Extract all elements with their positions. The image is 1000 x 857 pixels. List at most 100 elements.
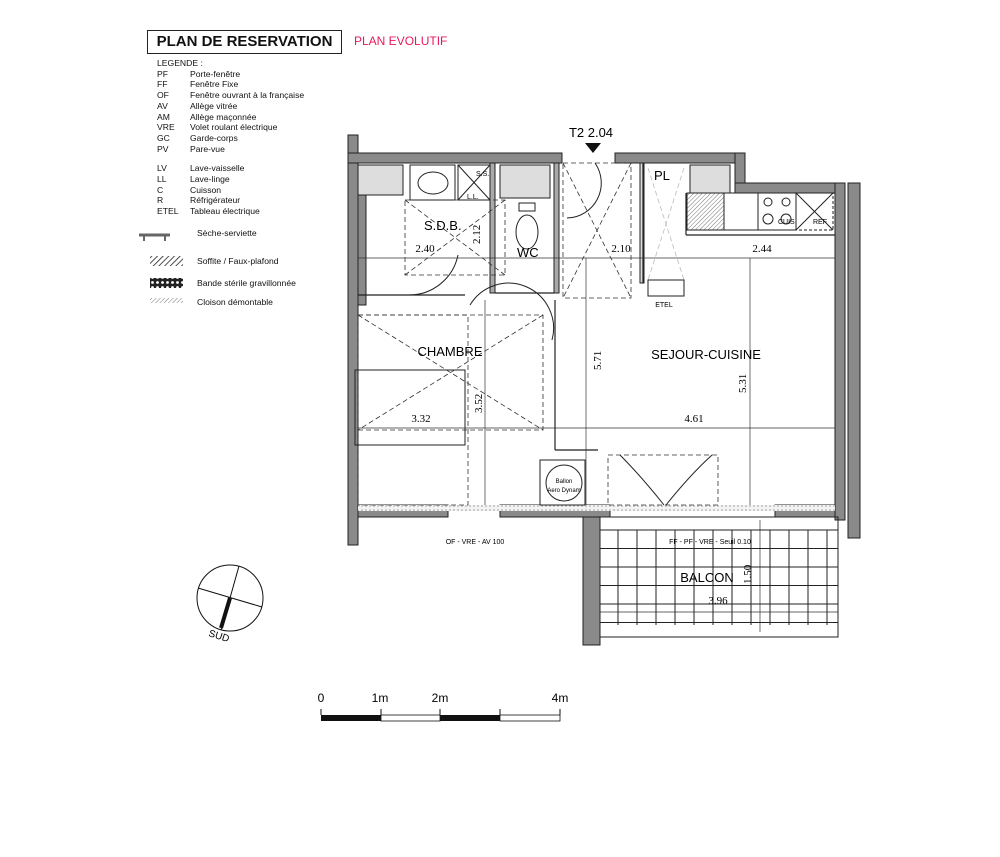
- plan-subtitle: PLAN EVOLUTIF: [354, 34, 448, 48]
- legend-item: C Cuisson: [157, 185, 304, 196]
- legend-abbr: VRE: [157, 122, 175, 133]
- dim-chambre-height: 3.52: [473, 394, 485, 413]
- kitchen-sink: [723, 192, 759, 231]
- toilet-icon: [515, 214, 539, 250]
- fixture-ref: REF: [813, 219, 827, 226]
- entrance-arrow-icon: [585, 143, 601, 153]
- legend-item: AM Allège maçonnée: [157, 112, 304, 123]
- entry-door-swing: [566, 162, 602, 219]
- window-label-sejour: FF - PF - VRE - Seuil 0.10: [669, 539, 751, 546]
- legend-abbr: R: [157, 195, 164, 206]
- dim-sdb-width: 2.40: [415, 243, 435, 255]
- legend-label: Allège maçonnée: [190, 111, 257, 122]
- legend-abbr: PV: [157, 143, 169, 154]
- cooktop-icon: [757, 192, 797, 231]
- balcony-tiles: [599, 516, 839, 638]
- gravel-band-icon: [150, 278, 183, 288]
- room-label-sdb: S.D.B.: [424, 218, 462, 233]
- legend-heading: LEGENDE :: [157, 58, 203, 68]
- legend-abbr: OF: [157, 90, 169, 101]
- legend-label: Lave-vaisselle: [190, 163, 245, 174]
- gravel-strip: [358, 505, 835, 511]
- bedroom-door-swing: [469, 282, 555, 341]
- dimension-lines: [358, 257, 838, 632]
- legend-item: VRE Volet roulant électrique: [157, 122, 304, 133]
- dim-balcon-height: 1.50: [742, 564, 754, 584]
- north-compass: SUD: [196, 564, 264, 645]
- fridge-space: [795, 192, 834, 231]
- legend-abbr: LV: [157, 163, 167, 174]
- legend-abbr: GC: [157, 132, 170, 143]
- window-label-chambre: OF - VRE - AV 100: [446, 539, 505, 546]
- legend-abbr: FF: [157, 79, 168, 90]
- bathroom-door-swing: [407, 254, 459, 296]
- dim-balcon-width: 3.96: [708, 595, 728, 607]
- dim-entry: 2.10: [611, 243, 631, 255]
- dim-kitchen: 2.44: [752, 243, 772, 255]
- scale-label: 2m: [432, 691, 449, 705]
- washbasin-icon: [417, 171, 449, 195]
- legend-item: LL Lave-linge: [157, 174, 304, 185]
- towel-dryer-icon: [139, 233, 170, 241]
- soffit-hatch-icon: [150, 256, 183, 266]
- dishwasher-space: [686, 192, 725, 231]
- partition-hatch-icon: [150, 298, 183, 303]
- dim-sejour-height-2: 5.31: [737, 374, 749, 393]
- room-label-pl: PL: [654, 168, 670, 183]
- unit-label: T2 2.04: [569, 125, 613, 140]
- legend-item: LV Lave-vaisselle: [157, 163, 304, 174]
- fixture-cuis: CUIS: [778, 219, 795, 226]
- legend-label: Garde-corps: [190, 132, 238, 143]
- fixture-etel: ETEL: [655, 302, 673, 309]
- legend-label: Fenêtre ouvrant à la française: [190, 90, 305, 101]
- room-label-chambre: CHAMBRE: [417, 344, 482, 359]
- legend-symbol-label: Sèche-serviette: [197, 228, 257, 238]
- fixture-ll: L.L.: [467, 194, 479, 201]
- water-heater-label-2: Aero Dynam: [547, 488, 580, 494]
- duct-shaft: [357, 164, 404, 196]
- room-label-balcon: BALCON: [680, 570, 733, 585]
- plan-title: PLAN DE RESERVATION: [147, 30, 342, 54]
- dim-sdb-height: 2.12: [471, 225, 483, 244]
- legend-item: ETEL Tableau électrique: [157, 206, 304, 217]
- legend-abbr: AV: [157, 100, 168, 111]
- walls: [347, 134, 861, 646]
- washing-machine-space: [457, 164, 491, 201]
- legend-symbol-label: Soffite / Faux-plafond: [197, 256, 279, 266]
- scale-label: 4m: [552, 691, 569, 705]
- legend-abbr: C: [157, 184, 164, 195]
- fixture-ss: S.S.: [476, 171, 489, 178]
- legend-label: Volet roulant électrique: [190, 122, 278, 133]
- legend-abbr: AM: [157, 111, 170, 122]
- scale-label: 1m: [372, 691, 389, 705]
- legend-label: Cuisson: [190, 184, 222, 195]
- closet-zone: [647, 167, 685, 281]
- legend-label: Fenêtre Fixe: [190, 79, 239, 90]
- legend-item: FF Fenêtre Fixe: [157, 79, 304, 90]
- partitions: [358, 163, 835, 451]
- ceiling-zones: [357, 162, 719, 506]
- dim-sejour-height-1: 5.71: [592, 351, 604, 370]
- dim-chambre-width: 3.32: [411, 413, 430, 425]
- room-label-wc: WC: [517, 245, 539, 260]
- legend-abbr: ETEL: [157, 206, 179, 217]
- legend-abbr: PF: [157, 68, 168, 79]
- legend-symbol-label: Bande stérile gravillonnée: [197, 278, 296, 288]
- legend-abbr: LL: [157, 174, 167, 185]
- scale-bar: 0 1m 2m 4m: [318, 691, 569, 722]
- water-heater-icon: [539, 459, 586, 506]
- water-heater-label-1: Ballon: [556, 479, 573, 485]
- legend-label: Lave-linge: [190, 174, 230, 185]
- legend-label: Porte-fenêtre: [190, 68, 241, 79]
- legend-label: Tableau électrique: [190, 206, 260, 217]
- dim-sejour-width: 4.61: [684, 413, 703, 425]
- duct-shaft: [499, 164, 551, 199]
- sink-cabinet: [409, 164, 456, 201]
- legend-item: PF Porte-fenêtre: [157, 69, 304, 80]
- scale-label: 0: [318, 691, 325, 705]
- legend-item: OF Fenêtre ouvrant à la française: [157, 90, 304, 101]
- legend: LEGENDE : PF Porte-fenêtre FF Fenêtre Fixe…: [157, 58, 304, 217]
- electrical-panel-icon: [647, 279, 685, 297]
